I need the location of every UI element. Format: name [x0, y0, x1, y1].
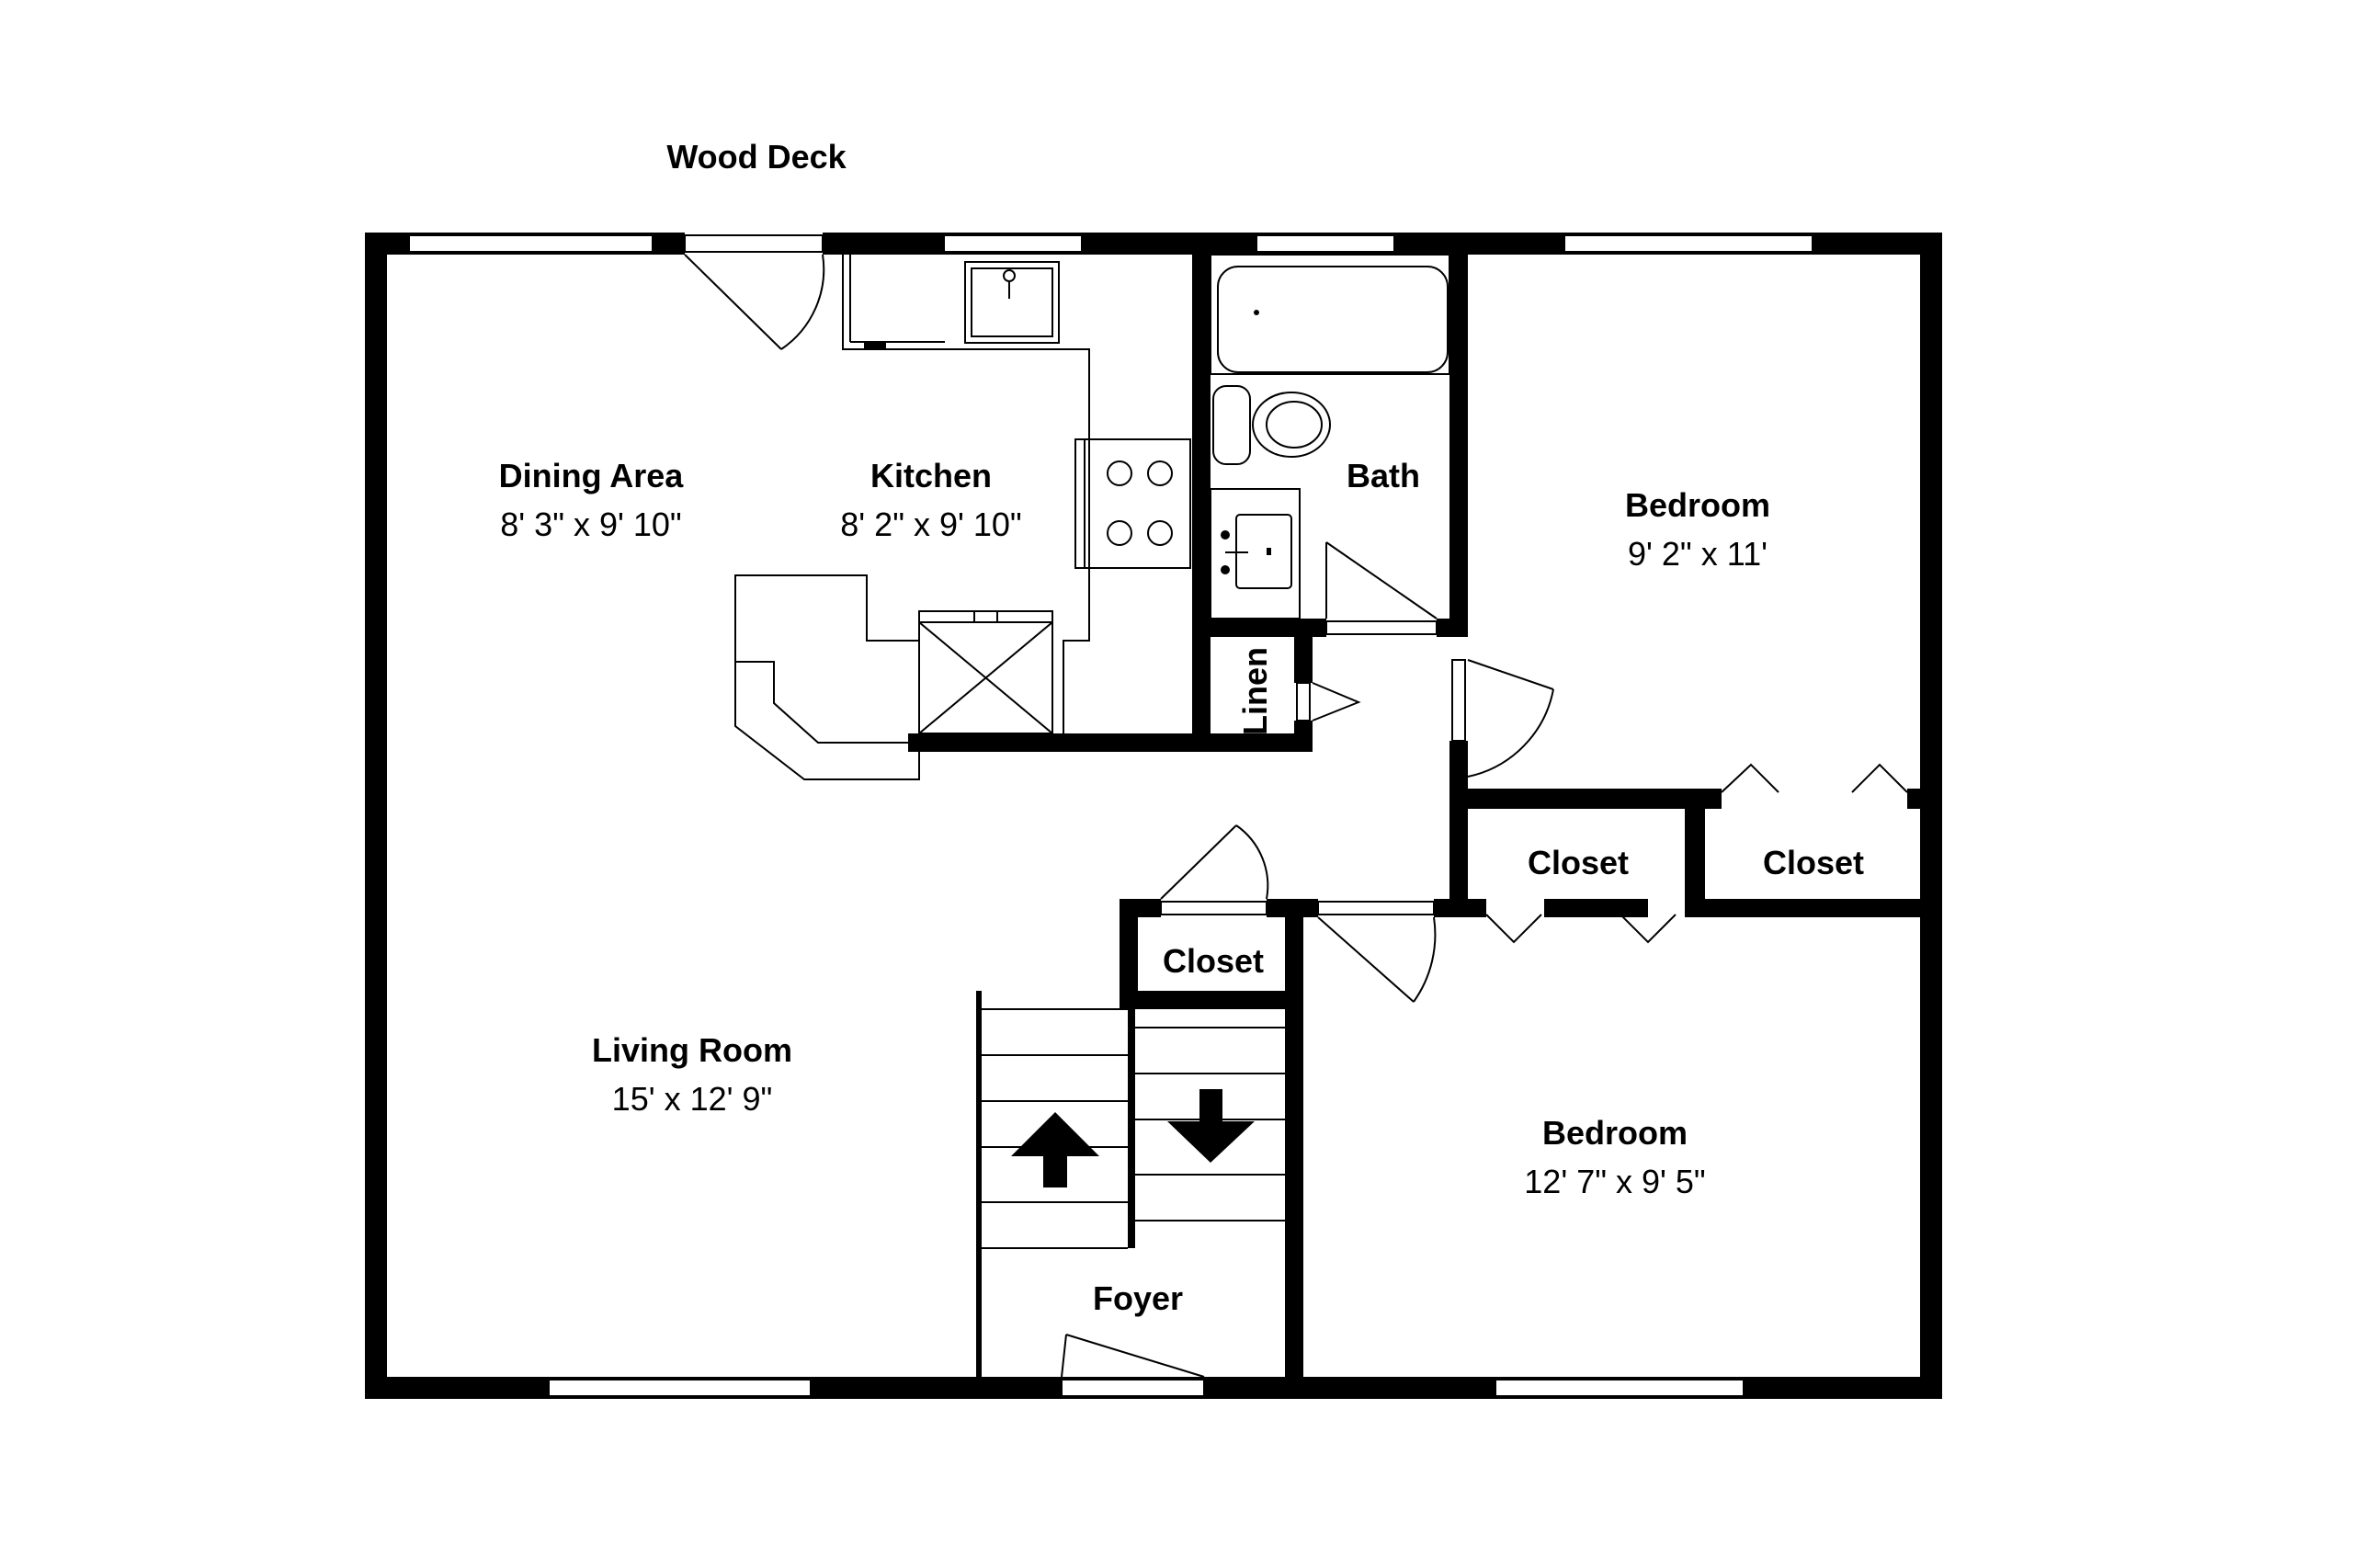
stair-up-arrow-icon — [1011, 1112, 1099, 1187]
stairs — [976, 1008, 1285, 1249]
interior-walls — [908, 233, 1942, 1399]
bath-name: Bath — [1347, 457, 1420, 494]
kitchen-name: Kitchen — [870, 457, 992, 494]
bedroom-1-dims: 9' 2" x 11' — [1628, 535, 1768, 573]
bedroom-2-dims: 12' 7" x 9' 5" — [1524, 1163, 1705, 1200]
living-room-dims: 15' x 12' 9" — [612, 1080, 773, 1118]
kitchen-fixtures — [734, 255, 1191, 780]
windows — [408, 234, 1813, 1397]
foyer-name: Foyer — [1093, 1279, 1183, 1317]
closet-3-name: Closet — [1163, 942, 1264, 980]
dining-area-name: Dining Area — [499, 457, 685, 494]
stair-down-arrow-icon — [1167, 1089, 1255, 1163]
doors — [684, 233, 1908, 1397]
exterior-walls — [365, 233, 1942, 1399]
dining-area-dims: 8' 3" x 9' 10" — [500, 506, 681, 543]
bedroom-2-name: Bedroom — [1542, 1114, 1688, 1152]
linen-label: Linen — [1236, 647, 1274, 735]
closet-1-name: Closet — [1528, 844, 1629, 881]
bath-fixtures — [1210, 254, 1450, 619]
bedroom-1-name: Bedroom — [1625, 486, 1770, 524]
labels: Wood Deck Dining Area 8' 3" x 9' 10" Kit… — [499, 138, 1864, 1317]
living-room-name: Living Room — [592, 1031, 792, 1069]
wood-deck-label: Wood Deck — [666, 138, 847, 176]
closet-2-name: Closet — [1763, 844, 1864, 881]
kitchen-dims: 8' 2" x 9' 10" — [840, 506, 1021, 543]
